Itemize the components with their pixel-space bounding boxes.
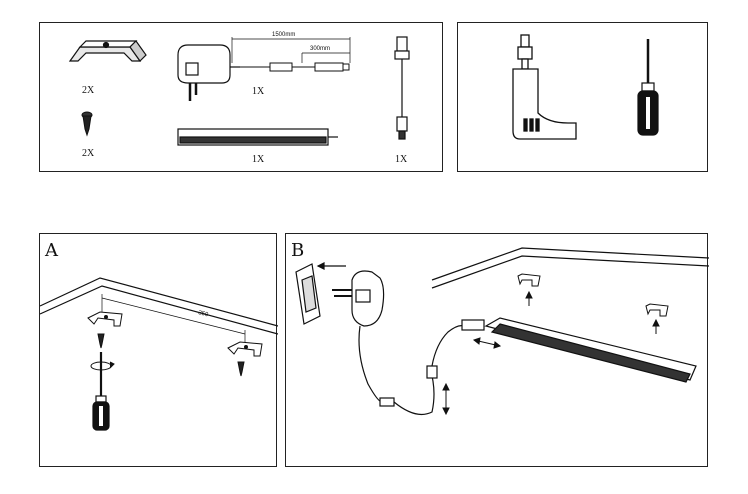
power-cable — [358, 319, 485, 415]
step-b-drawing: B — [291, 240, 709, 416]
arrow-icon — [442, 337, 502, 416]
screw-icon — [81, 111, 93, 137]
spacing-label: 350 — [198, 310, 210, 318]
cable-length-label: 1500mm — [272, 32, 295, 38]
step-a-panel: A 350 — [39, 233, 278, 467]
ceiling-outline — [40, 277, 278, 335]
wall-socket-icon — [295, 263, 321, 325]
mounting-bracket-icon — [517, 273, 669, 317]
drill-icon — [512, 34, 577, 140]
connector-cable-icon — [394, 36, 410, 140]
power-adapter-icon — [332, 270, 385, 327]
power-adapter-icon — [177, 44, 240, 101]
arrow-icon — [316, 262, 346, 270]
ceiling-outline — [431, 247, 709, 289]
screwdriver-icon — [92, 352, 110, 431]
cable-dimension — [231, 37, 351, 63]
connector-cable-qty: 1X — [395, 154, 408, 165]
screw-qty: 2X — [82, 148, 95, 159]
bracket-qty: 2X — [82, 85, 95, 96]
plug-length-label: 300mm — [310, 46, 330, 52]
step-a-letter: A — [44, 240, 59, 261]
arrow-icon — [525, 290, 660, 334]
spacing-dimension — [101, 294, 246, 348]
rotation-arrow-icon — [90, 361, 115, 371]
light-bar-qty: 1X — [252, 154, 265, 165]
tools-drawing — [512, 34, 659, 140]
step-b-letter: B — [291, 240, 304, 261]
mounting-bracket-icon — [227, 341, 263, 357]
led-light-bar-icon — [484, 317, 697, 383]
mounting-bracket-icon — [68, 40, 147, 62]
parts-panel: 2X 2X 1500mm 300m — [39, 22, 443, 172]
screwdriver-icon — [637, 39, 659, 136]
adapter-qty: 1X — [252, 86, 265, 97]
led-light-bar-icon — [177, 128, 338, 146]
screw-icon — [97, 333, 245, 377]
step-b-panel: B — [285, 233, 709, 467]
step-a-drawing: A 350 — [40, 240, 278, 431]
mounting-bracket-icon — [87, 311, 123, 327]
tools-panel — [457, 22, 708, 172]
parts-drawing: 2X 2X 1500mm 300m — [68, 32, 410, 165]
adapter-cable — [239, 62, 350, 72]
